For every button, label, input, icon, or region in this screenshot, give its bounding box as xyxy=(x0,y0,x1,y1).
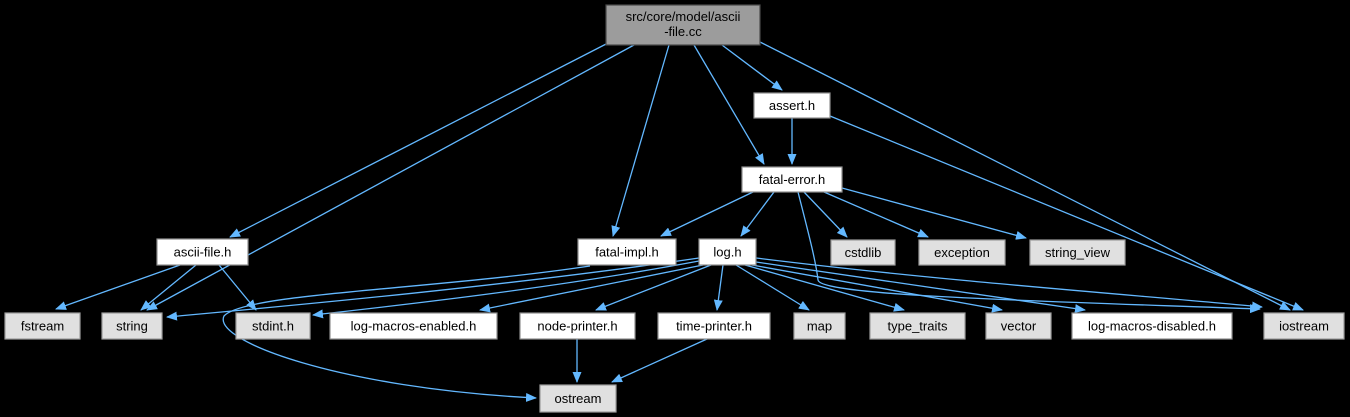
node-label-type-traits: type_traits xyxy=(888,319,948,334)
edge-fatal-error-h--exception xyxy=(823,191,929,238)
node-label-string: string xyxy=(116,319,148,334)
edge-log-h--vector xyxy=(751,264,1003,313)
edge-log-h--map xyxy=(735,264,810,311)
edge-ascii-file-cc--fatal-error-h xyxy=(693,44,765,165)
node-log-macros-disabled-h[interactable]: log-macros-disabled.h xyxy=(1071,312,1233,340)
edge-log-h--node-printer-h xyxy=(595,264,712,311)
edge-log-h--type-traits xyxy=(744,264,905,312)
node-label-log-macros-disabled-h: log-macros-disabled.h xyxy=(1088,319,1216,334)
edge-ascii-file-h--fstream xyxy=(55,264,181,310)
node-time-printer-h[interactable]: time-printer.h xyxy=(657,312,771,340)
edge-ascii-file-h--stdint-h xyxy=(218,264,257,311)
node-box-vector xyxy=(985,312,1052,340)
node-box-stdint-h xyxy=(235,312,311,340)
node-box-string-view xyxy=(1029,239,1126,266)
node-cstdlib: cstdlib xyxy=(830,239,896,266)
node-string: string xyxy=(101,312,163,340)
node-label-log-macros-enabled-h: log-macros-enabled.h xyxy=(351,319,477,334)
edge-ascii-file-cc--string xyxy=(146,44,635,311)
node-label-node-printer-h: node-printer.h xyxy=(537,319,617,334)
node-fatal-impl-h[interactable]: fatal-impl.h xyxy=(577,238,677,266)
node-label-ascii-file-h: ascii-file.h xyxy=(174,245,232,260)
node-box-ostream xyxy=(539,384,617,413)
edge-time-printer-h--ostream xyxy=(611,338,708,383)
node-label-exception: exception xyxy=(934,245,990,260)
node-label-log-h: log.h xyxy=(713,245,741,260)
node-box-iostream xyxy=(1263,312,1345,340)
node-node-printer-h[interactable]: node-printer.h xyxy=(519,312,636,340)
node-label-fatal-impl-h: fatal-impl.h xyxy=(595,245,659,260)
edge-fatal-error-h--cstdlib xyxy=(803,191,848,238)
node-box-fstream xyxy=(4,312,81,340)
edge-fatal-error-h--string-view xyxy=(841,187,1027,240)
edge-log-h--log-macros-disabled-h xyxy=(755,261,1086,314)
node-box-map xyxy=(793,312,846,340)
node-fatal-error-h[interactable]: fatal-error.h xyxy=(741,166,843,193)
node-label-stdint-h: stdint.h xyxy=(252,319,294,334)
edge-log-h--iostream xyxy=(755,257,1263,311)
edge-ascii-file-cc--iostream xyxy=(759,41,1291,311)
node-map: map xyxy=(793,312,846,340)
node-fstream: fstream xyxy=(4,312,81,340)
edge-fatal-error-h--fatal-impl-h xyxy=(660,191,754,237)
node-box-assert-h[interactable] xyxy=(753,92,831,119)
node-label-ostream: ostream xyxy=(555,391,602,406)
node-box-exception xyxy=(918,239,1006,266)
edge-ascii-file-cc--assert-h xyxy=(721,44,783,91)
node-box-log-macros-enabled-h[interactable] xyxy=(329,312,498,340)
edge-log-h--log-macros-enabled-h xyxy=(479,264,704,313)
edge-ascii-file-h--string xyxy=(140,264,197,311)
node-layer: src/core/model/ascii-file.cc assert.h fata… xyxy=(4,4,1345,413)
node-label-fatal-error-h: fatal-error.h xyxy=(759,172,825,187)
node-box-ascii-file-h[interactable] xyxy=(156,238,249,266)
edge-log-h--time-printer-h xyxy=(713,264,724,311)
node-ascii-file-cc: src/core/model/ascii-file.cc xyxy=(605,4,761,46)
edge-fatal-error-h--log-h xyxy=(740,191,775,237)
node-ostream: ostream xyxy=(539,384,617,413)
edge-fatal-impl-h--ostream xyxy=(222,265,591,402)
edge-layer xyxy=(55,41,1304,402)
node-log-h[interactable]: log.h xyxy=(698,238,757,266)
node-label-fstream: fstream xyxy=(21,319,64,334)
edge-ascii-file-cc--ascii-file-h xyxy=(229,41,611,238)
node-box-string xyxy=(101,312,163,340)
node-assert-h[interactable]: assert.h xyxy=(753,92,831,119)
node-label-time-printer-h: time-printer.h xyxy=(676,319,752,334)
edge-ascii-file-cc--fatal-impl-h xyxy=(611,44,670,237)
node-label-vector: vector xyxy=(1001,319,1037,334)
node-log-macros-enabled-h[interactable]: log-macros-enabled.h xyxy=(329,312,498,340)
edge-log-h--string xyxy=(166,257,700,321)
node-box-time-printer-h[interactable] xyxy=(657,312,771,340)
node-box-log-h[interactable] xyxy=(698,238,757,266)
node-vector: vector xyxy=(985,312,1052,340)
node-label-string-view: string_view xyxy=(1045,245,1111,260)
node-box-node-printer-h[interactable] xyxy=(519,312,636,340)
node-box-log-macros-disabled-h[interactable] xyxy=(1071,312,1233,340)
edge-log-h--stdint-h xyxy=(312,260,700,319)
node-box-ascii-file-cc xyxy=(605,4,761,46)
node-box-type-traits xyxy=(869,312,966,340)
node-label-assert-h: assert.h xyxy=(769,98,815,113)
node-box-fatal-impl-h[interactable] xyxy=(577,238,677,266)
node-exception: exception xyxy=(918,239,1006,266)
node-type-traits: type_traits xyxy=(869,312,966,340)
node-box-cstdlib xyxy=(830,239,896,266)
node-ascii-file-h[interactable]: ascii-file.h xyxy=(156,238,249,266)
edge-assert-h--iostream xyxy=(829,115,1304,311)
node-iostream: iostream xyxy=(1263,312,1345,340)
node-label-ascii-file-cc-line0: src/core/model/ascii xyxy=(626,9,741,24)
edge-fatal-error-h--iostream xyxy=(797,191,1261,314)
node-label-cstdlib: cstdlib xyxy=(845,245,882,260)
node-box-fatal-error-h[interactable] xyxy=(741,166,843,193)
node-label-iostream: iostream xyxy=(1279,319,1329,334)
node-string-view: string_view xyxy=(1029,239,1126,266)
node-label-map: map xyxy=(807,319,832,334)
node-stdint-h: stdint.h xyxy=(235,312,311,340)
node-label-ascii-file-cc-line1: -file.cc xyxy=(664,24,702,39)
